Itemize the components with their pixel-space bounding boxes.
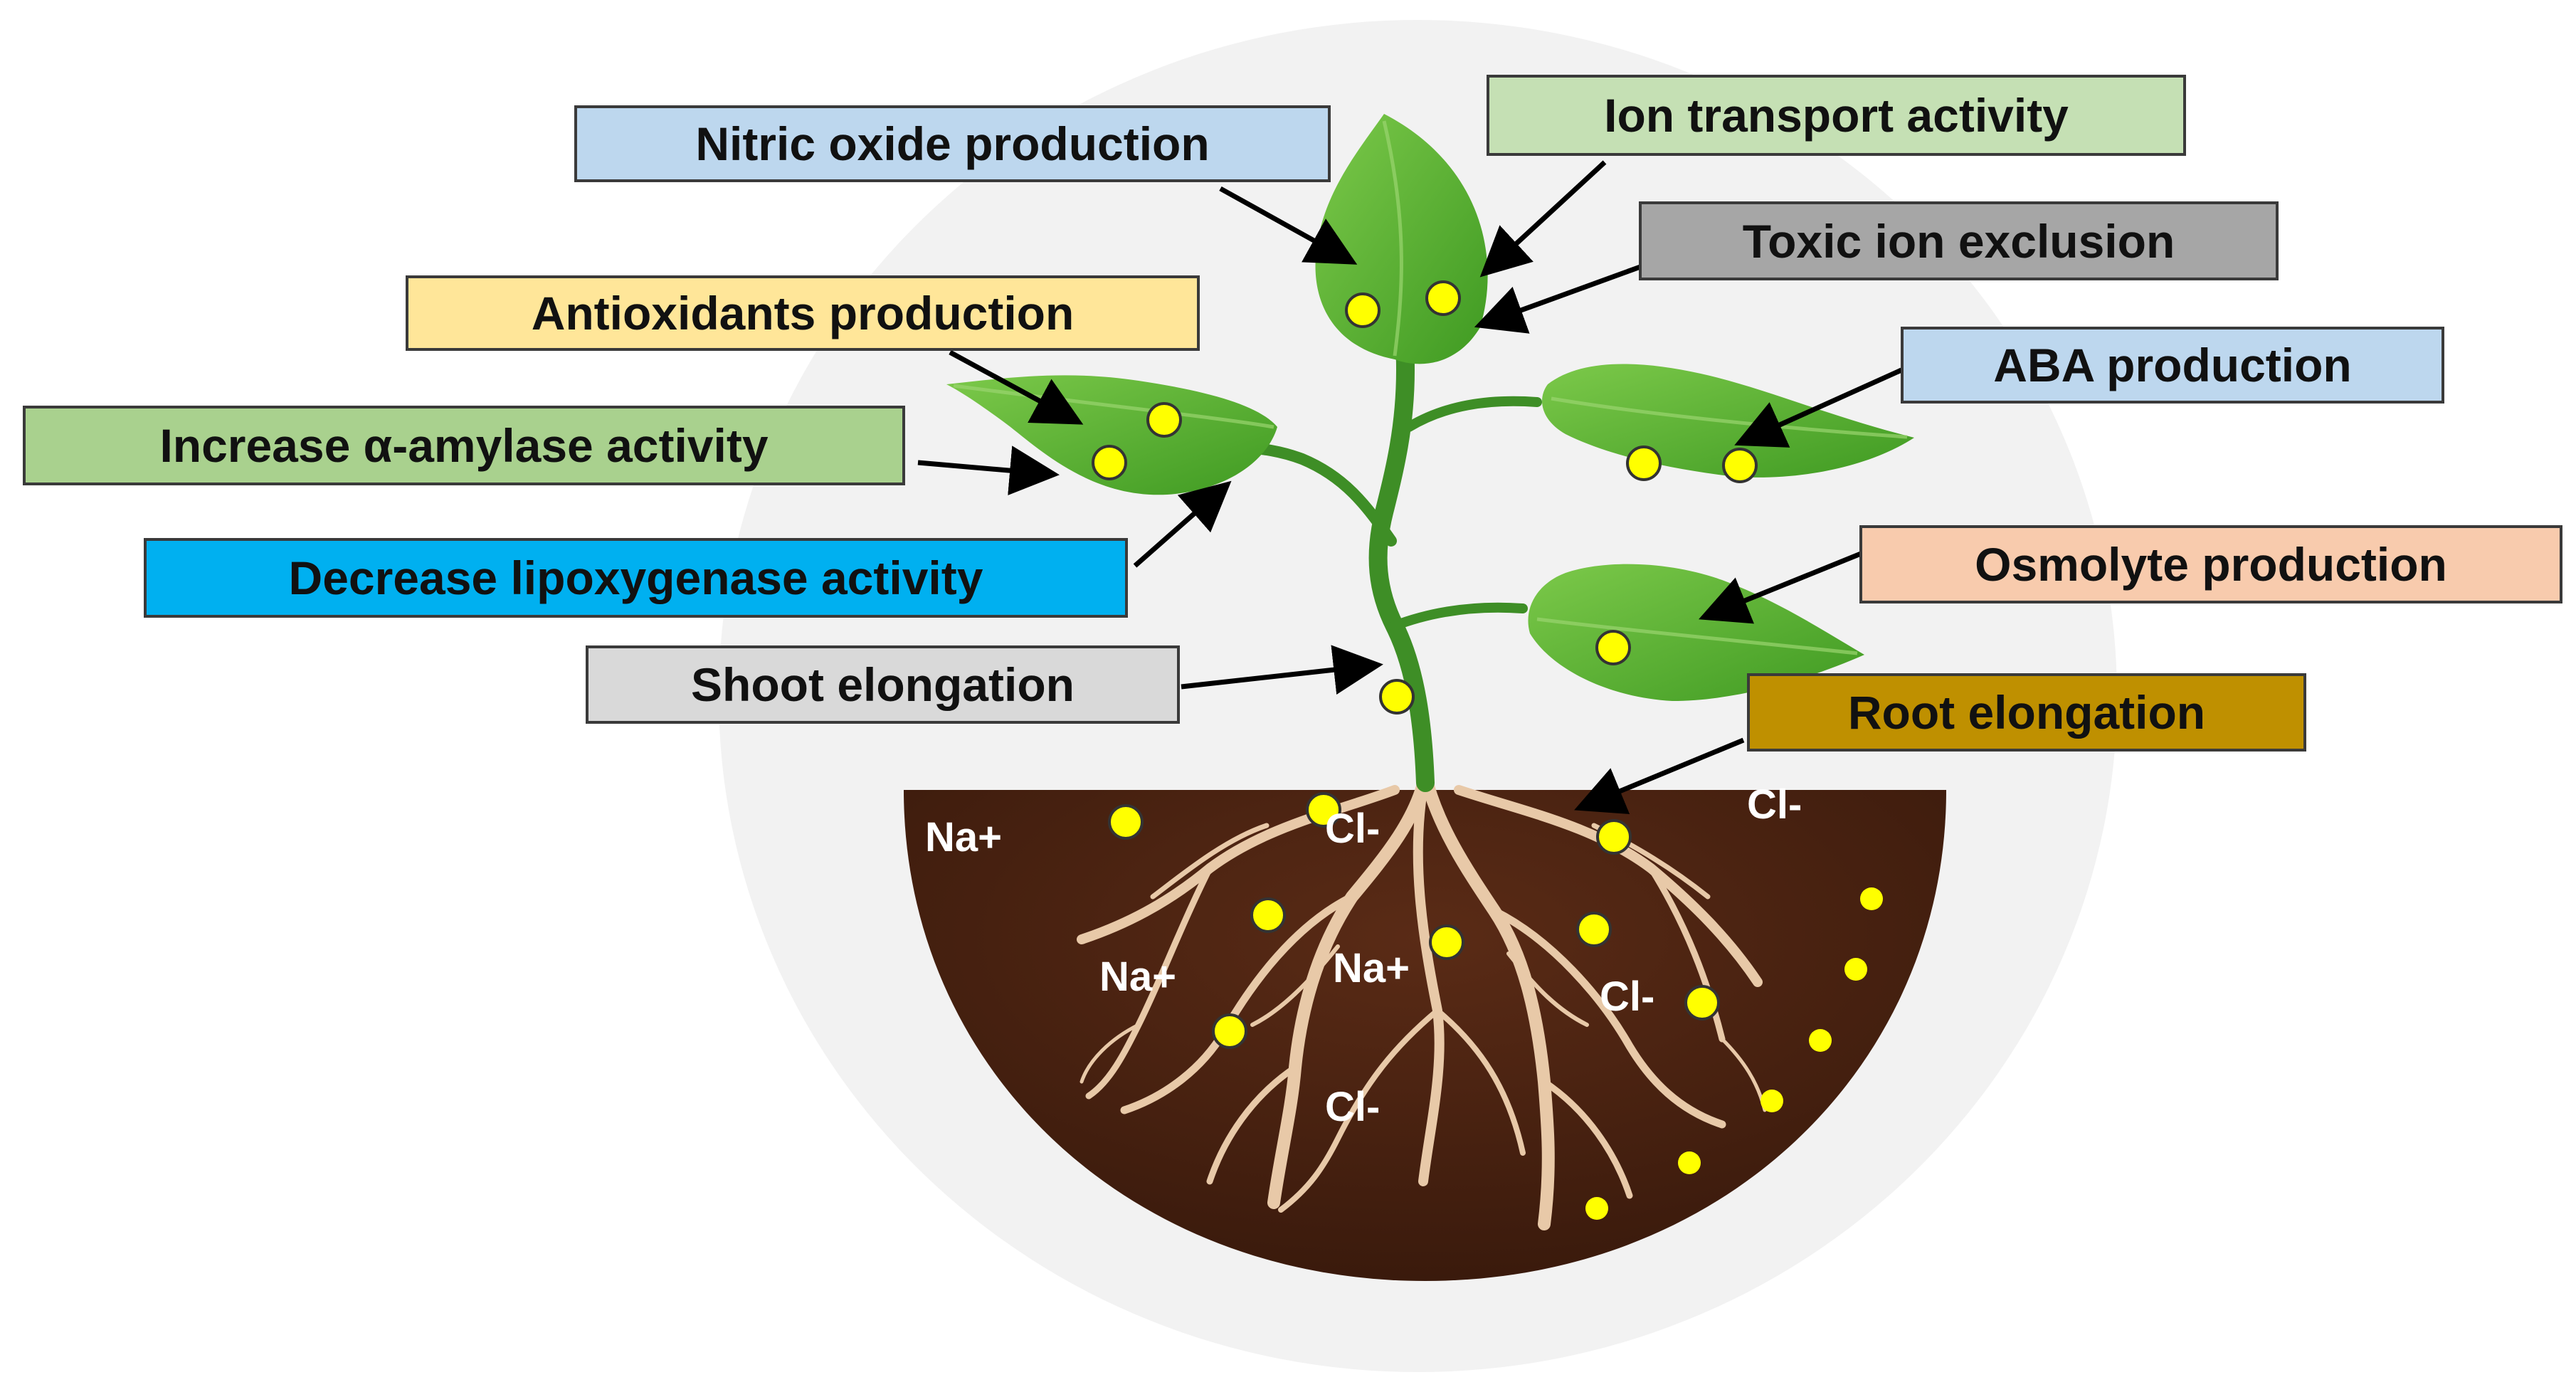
arrow-ion-transport: [1479, 160, 1607, 278]
label-osmolyte-production: Osmolyte production: [1859, 525, 2562, 603]
label-nitric-oxide-production: Nitric oxide production: [574, 105, 1331, 182]
right-lower-leaf: [1528, 564, 1864, 701]
marker-right-leaf-2: [1722, 448, 1758, 483]
marker-soil-3: [1596, 819, 1632, 855]
label-ion-transport-activity: Ion transport activity: [1487, 75, 2186, 156]
label-shoot-elongation: Shoot elongation: [586, 645, 1180, 724]
ion-label-na3: Na+: [1333, 945, 1410, 991]
arrow-antioxidants: [949, 349, 1084, 425]
marker-left-leaf-2: [1092, 445, 1127, 480]
label-text: Decrease lipoxygenase activity: [288, 552, 983, 604]
label-text: Increase α-amylase activity: [159, 419, 769, 472]
label-root-elongation: Root elongation: [1747, 673, 2306, 752]
ion-label-cl1: Cl-: [1325, 806, 1380, 852]
arrow-alpha-amylase: [917, 445, 1060, 496]
label-text: Antioxidants production: [531, 287, 1075, 339]
label-text: Nitric oxide production: [695, 117, 1210, 170]
marker-soil-small-4: [1761, 1090, 1783, 1112]
stem: [1218, 275, 1542, 792]
marker-soil-6: [1576, 912, 1612, 947]
arrow-nitric-oxide: [1219, 186, 1358, 265]
marker-right-leaf-1: [1626, 445, 1662, 481]
marker-soil-5: [1429, 924, 1464, 960]
label-text: Osmolyte production: [1975, 538, 2447, 591]
label-text: Root elongation: [1847, 686, 2206, 739]
marker-top-leaf-1: [1345, 292, 1381, 328]
marker-soil-4: [1250, 897, 1286, 933]
arrow-root: [1574, 737, 1745, 814]
label-toxic-ion-exclusion: Toxic ion exclusion: [1639, 201, 2279, 280]
label-increase-alpha-amylase-activity: Increase α-amylase activity: [23, 406, 905, 485]
marker-soil-8: [1212, 1013, 1247, 1049]
marker-soil-small-2: [1844, 958, 1867, 981]
ion-label-cl3: Cl-: [1600, 974, 1654, 1020]
label-text: Shoot elongation: [691, 658, 1075, 711]
ion-label-na1: Na+: [925, 814, 1002, 860]
label-antioxidants-production: Antioxidants production: [406, 275, 1200, 351]
marker-soil-7: [1684, 985, 1720, 1021]
marker-soil-2: [1306, 792, 1341, 828]
marker-soil-small-6: [1585, 1197, 1608, 1220]
marker-left-leaf-1: [1146, 402, 1182, 438]
ion-label-cl2: Cl-: [1747, 781, 1802, 828]
marker-soil-small-5: [1678, 1151, 1701, 1174]
marker-soil-small-1: [1860, 887, 1883, 910]
soil: [904, 790, 1946, 1281]
label-text: Toxic ion exclusion: [1742, 214, 2175, 268]
marker-soil-small-3: [1809, 1029, 1832, 1052]
marker-stem: [1379, 679, 1415, 715]
markers: [1092, 280, 1883, 1220]
ion-label-cl4: Cl-: [1325, 1084, 1380, 1130]
arrow-toxic-ion: [1474, 264, 1642, 334]
arrow-lipoxygenase: [1133, 480, 1232, 568]
label-aba-production: ABA production: [1901, 327, 2444, 404]
arrow-aba: [1734, 367, 1903, 448]
arrow-osmolyte: [1699, 551, 1862, 624]
label-text: Ion transport activity: [1604, 89, 2069, 142]
ion-label-na2: Na+: [1099, 954, 1176, 1000]
marker-soil-1: [1108, 804, 1144, 840]
label-text: ABA production: [1993, 339, 2352, 391]
label-decrease-lipoxygenase-activity: Decrease lipoxygenase activity: [144, 538, 1128, 618]
marker-lower-leaf: [1595, 630, 1631, 665]
arrow-shoot: [1181, 645, 1383, 695]
marker-top-leaf-2: [1425, 280, 1461, 316]
